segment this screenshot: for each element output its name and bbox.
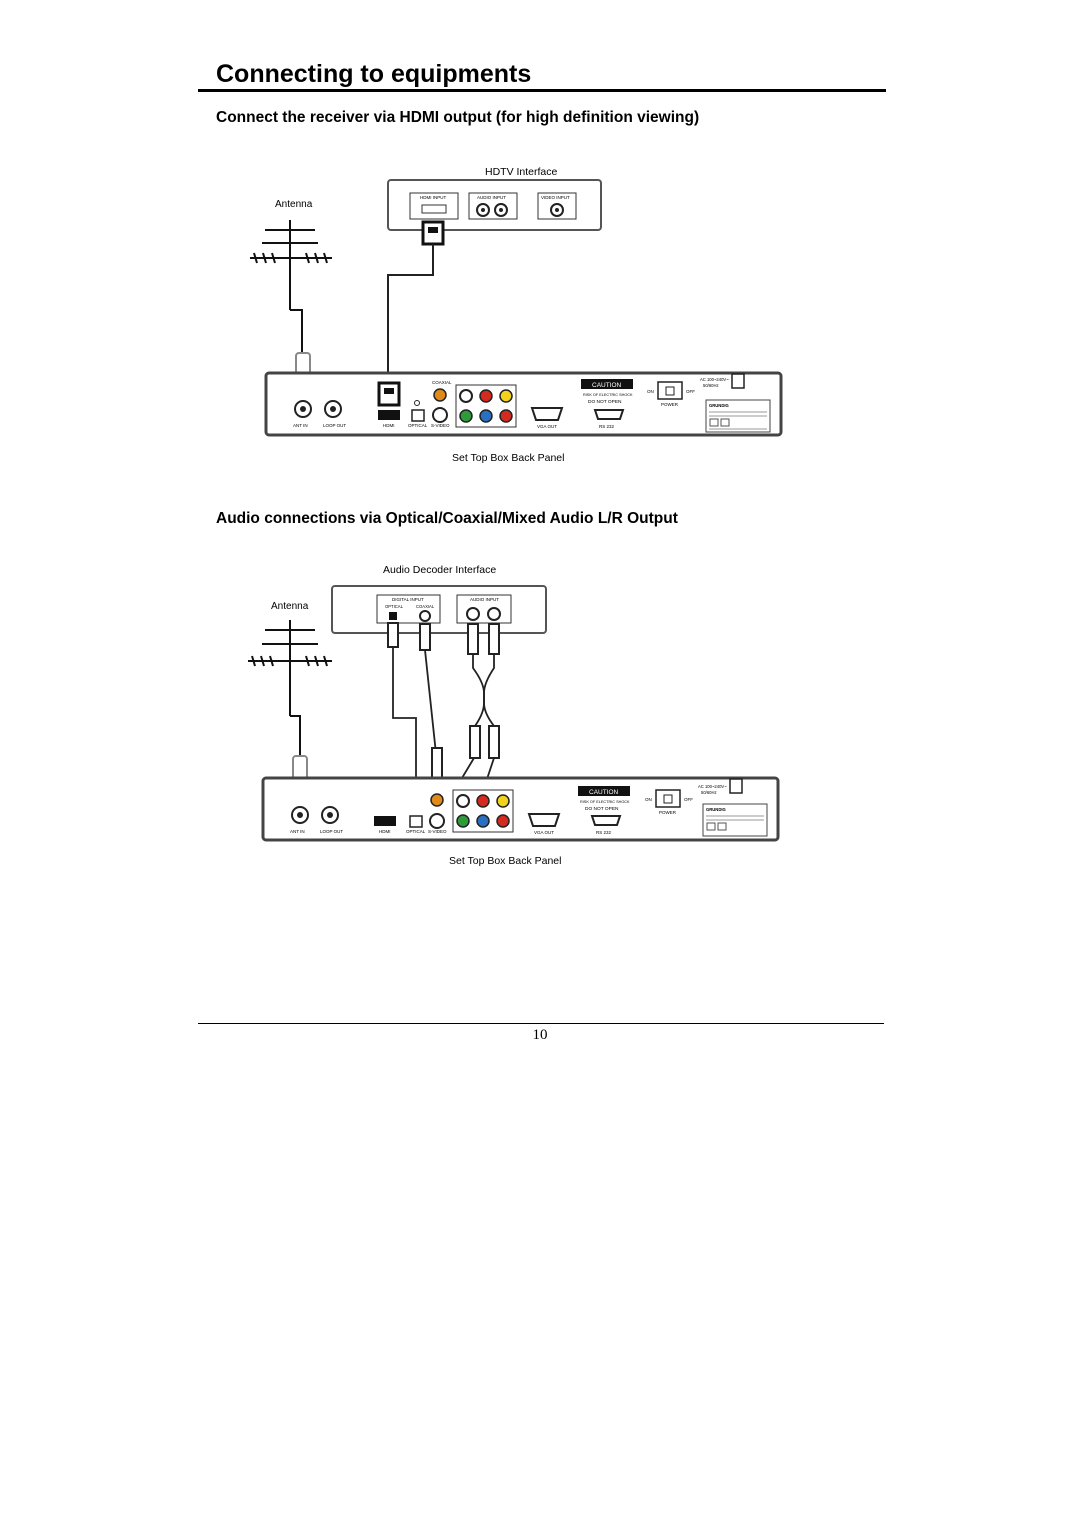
hdmi-port: [378, 410, 400, 420]
panel-label: DO NOT OPEN: [585, 806, 619, 812]
brand-text: GRUNDIG: [706, 807, 726, 812]
power-cord: [731, 373, 745, 389]
decoder-port-label: COAXIAL: [416, 604, 435, 609]
hdmi-connection-diagram: HDTV Interface HDMI INPUT AUDIO INPUT VI…: [250, 166, 783, 464]
decoder-audio-input: [456, 594, 512, 624]
power-cord: [729, 778, 743, 794]
rs232-port: [590, 815, 622, 826]
panel-label: POWER: [661, 402, 679, 407]
title-rule: [198, 89, 886, 92]
vga-out-port: [527, 813, 561, 827]
caution-text: CAUTION: [592, 382, 622, 389]
panel-label: POWER: [659, 810, 677, 815]
panel-label: RISK OF ELECTRIC SHOCK: [580, 800, 630, 804]
diagram-caption: Set Top Box Back Panel: [449, 855, 561, 867]
panel-label: HDMI: [383, 423, 395, 428]
caution-text: CAUTION: [589, 789, 619, 796]
brand-text: GRUNDIG: [709, 403, 729, 408]
hdmi-port: [374, 816, 396, 826]
svideo-port: [429, 813, 445, 829]
panel-label: S-VIDEO: [431, 423, 450, 428]
panel-label: RS 232: [596, 830, 612, 835]
panel-label: 50/60Hz: [701, 790, 717, 795]
coaxial-port: [430, 793, 444, 807]
page-title: Connecting to equipments: [216, 60, 532, 88]
tv-port-label: HDMI INPUT: [420, 195, 446, 200]
panel-label: RS 232: [599, 424, 615, 429]
rs232-port: [593, 409, 625, 420]
panel-label: RISK OF ELECTRIC SHOCK: [583, 393, 633, 397]
decoder-port-label: OPTICAL: [385, 604, 404, 609]
panel-label: 50/60Hz: [703, 383, 719, 388]
panel-label: AC 100~240V~: [700, 377, 729, 382]
panel-label: OFF: [684, 797, 693, 802]
antenna-label: Antenna: [271, 601, 309, 612]
caution-label: [581, 379, 633, 389]
panel-label: ANT IN: [293, 423, 308, 428]
decoder-port-label: DIGITAL INPUT: [392, 597, 424, 602]
section-heading-audio: Audio connections via Optical/Coaxial/Mi…: [216, 510, 678, 527]
audio-cables: [392, 648, 495, 789]
antenna-icon: [248, 620, 332, 756]
panel-label: VGA OUT: [537, 424, 557, 429]
panel-label: OFF: [686, 389, 695, 394]
panel-label: ANT IN: [290, 829, 305, 834]
panel-label: VGA OUT: [534, 830, 554, 835]
caution-label: [578, 786, 630, 796]
coaxial-port: [433, 388, 447, 402]
panel-label: LOOP OUT: [323, 423, 346, 428]
panel-label: DO NOT OPEN: [588, 399, 622, 405]
footer-rule: [198, 1023, 884, 1024]
antenna-icon: [250, 220, 332, 355]
hdmi-cable: [387, 244, 434, 375]
panel-label: S-VIDEO: [428, 829, 447, 834]
audio-decoder-title: Audio Decoder Interface: [383, 564, 496, 576]
page-number: 10: [532, 1027, 548, 1043]
svideo-port: [432, 407, 448, 423]
hdtv-interface-title: HDTV Interface: [485, 166, 558, 178]
optical-port: [409, 815, 423, 828]
panel-label: OPTICAL: [406, 829, 426, 834]
audio-plugs: [387, 622, 500, 779]
panel-label: OPTICAL: [408, 423, 428, 428]
section-heading-hdmi: Connect the receiver via HDMI output (fo…: [216, 109, 700, 126]
panel-label: AC 100~240V~: [698, 784, 727, 789]
panel-label: ON: [647, 389, 654, 394]
audio-connection-diagram: Audio Decoder Interface DIGITAL INPUT OP…: [248, 564, 780, 867]
vga-out-port: [530, 407, 564, 421]
panel-label: COAXIAL: [432, 380, 452, 385]
panel-label: HDMI: [379, 829, 391, 834]
antenna-label: Antenna: [275, 199, 313, 210]
tv-port-label: AUDIO INPUT: [477, 195, 506, 200]
tv-audio-input: [468, 192, 518, 220]
panel-label: LOOP OUT: [320, 829, 343, 834]
optical-port: [411, 409, 425, 422]
decoder-port-label: AUDIO INPUT: [470, 597, 499, 602]
diagram-caption: Set Top Box Back Panel: [452, 452, 564, 464]
tv-port-label: VIDEO INPUT: [541, 195, 570, 200]
panel-label: ON: [645, 797, 652, 802]
